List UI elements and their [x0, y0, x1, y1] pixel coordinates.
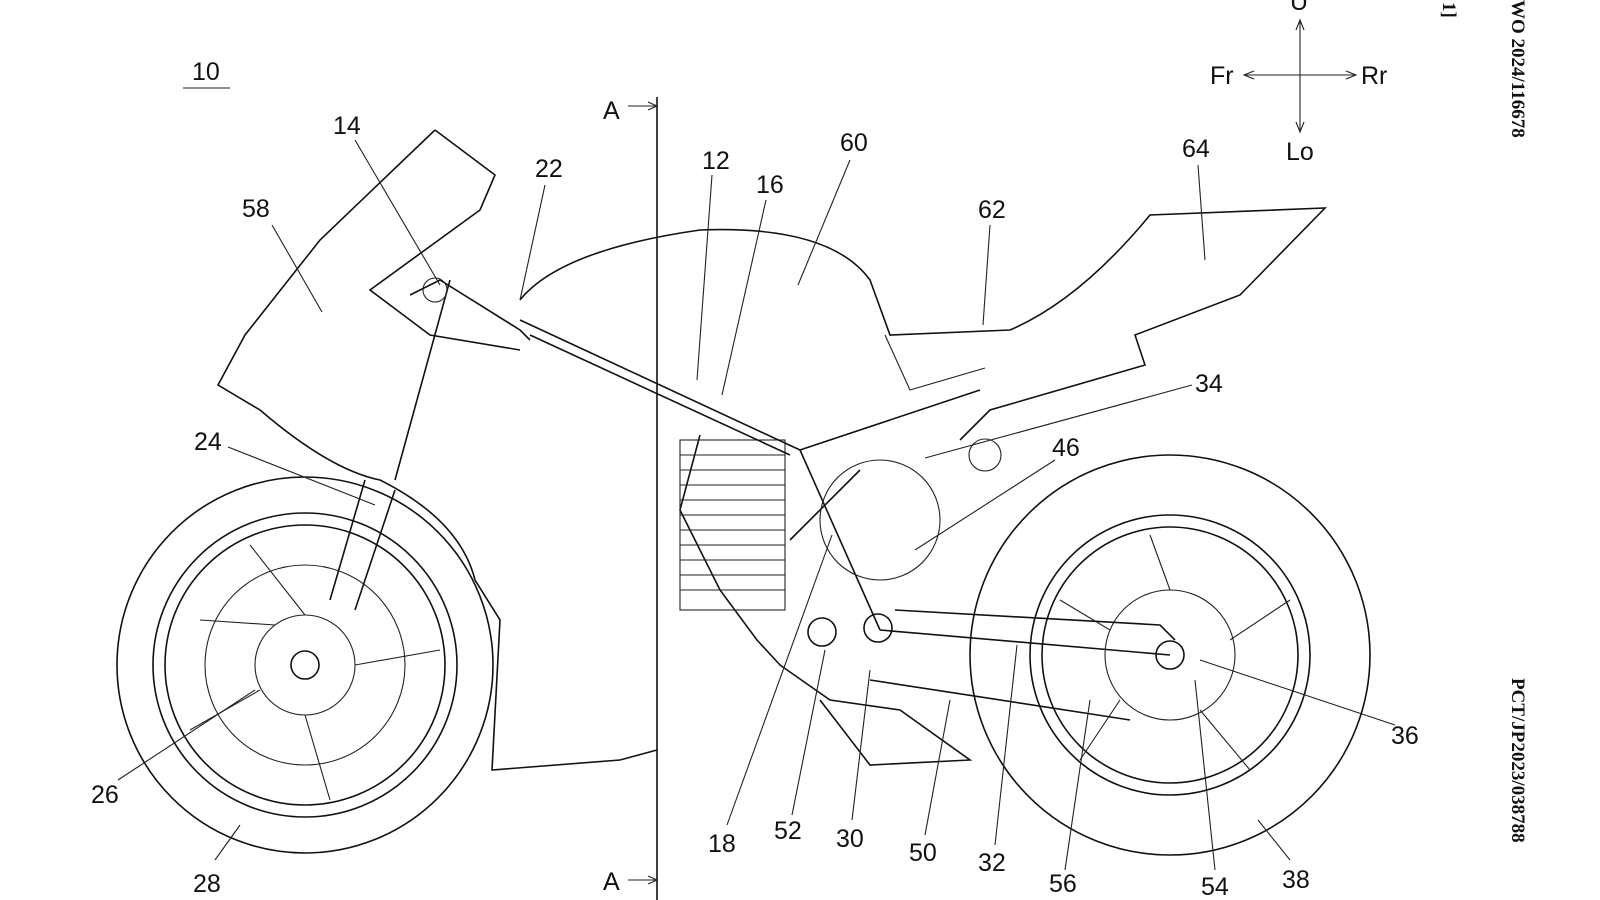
radiator	[679, 439, 786, 611]
page-header: WO 2024/116678	[1507, 0, 1528, 138]
numeral-16: 16	[756, 171, 784, 199]
front-fork	[329, 279, 451, 611]
numeral-58: 58	[242, 195, 270, 223]
numeral-50: 50	[909, 839, 937, 867]
reference-numerals: 14 22 58 12 16 60 62 64 34 46 24 26 28 1…	[91, 112, 1419, 900]
frame-and-swingarm	[519, 319, 1176, 721]
numeral-18: 18	[708, 830, 736, 858]
section-label-top: A	[603, 97, 620, 125]
figure-bracket: 1]	[1438, 2, 1459, 18]
direction-front-label: Fr	[1210, 62, 1234, 90]
front-wheel	[116, 476, 494, 854]
direction-up-label: U	[1290, 0, 1308, 16]
numeral-52: 52	[774, 817, 802, 845]
numeral-26: 26	[91, 781, 119, 809]
drive-sprocket	[807, 617, 837, 647]
direction-rear-label: Rr	[1361, 62, 1387, 90]
leader-lines	[117, 139, 1396, 871]
shock-mount	[968, 438, 1002, 472]
numeral-36: 36	[1391, 722, 1419, 750]
section-arrow-top	[628, 101, 659, 111]
numeral-60: 60	[840, 129, 868, 157]
numeral-38: 38	[1282, 866, 1310, 894]
numeral-28: 28	[193, 870, 221, 898]
handlebar	[409, 279, 531, 341]
section-arrow-bottom	[628, 875, 659, 885]
numeral-46: 46	[1052, 434, 1080, 462]
rear-wheel	[969, 454, 1371, 856]
numeral-62: 62	[978, 196, 1006, 224]
numeral-22: 22	[535, 155, 563, 183]
numeral-34: 34	[1195, 370, 1223, 398]
numeral-30: 30	[836, 825, 864, 853]
numeral-14: 14	[333, 112, 361, 140]
brake-lever	[422, 277, 448, 303]
direction-low-label: Lo	[1286, 138, 1314, 166]
direction-indicator: U Lo Fr Rr	[1210, 0, 1387, 166]
motor	[819, 459, 941, 581]
numeral-54: 54	[1201, 873, 1229, 900]
section-label-bottom: A	[603, 868, 620, 896]
reference-main: 10	[192, 58, 220, 86]
pivot	[863, 613, 893, 643]
numeral-24: 24	[194, 428, 222, 456]
tank-and-seat	[519, 207, 1327, 441]
page-footer: PCT/JP2023/038788	[1507, 678, 1528, 843]
numeral-32: 32	[978, 849, 1006, 877]
seat-edge	[884, 334, 986, 391]
numeral-12: 12	[702, 147, 730, 175]
numeral-56: 56	[1049, 870, 1077, 898]
front-fairing	[216, 129, 658, 771]
numeral-64: 64	[1182, 135, 1210, 163]
